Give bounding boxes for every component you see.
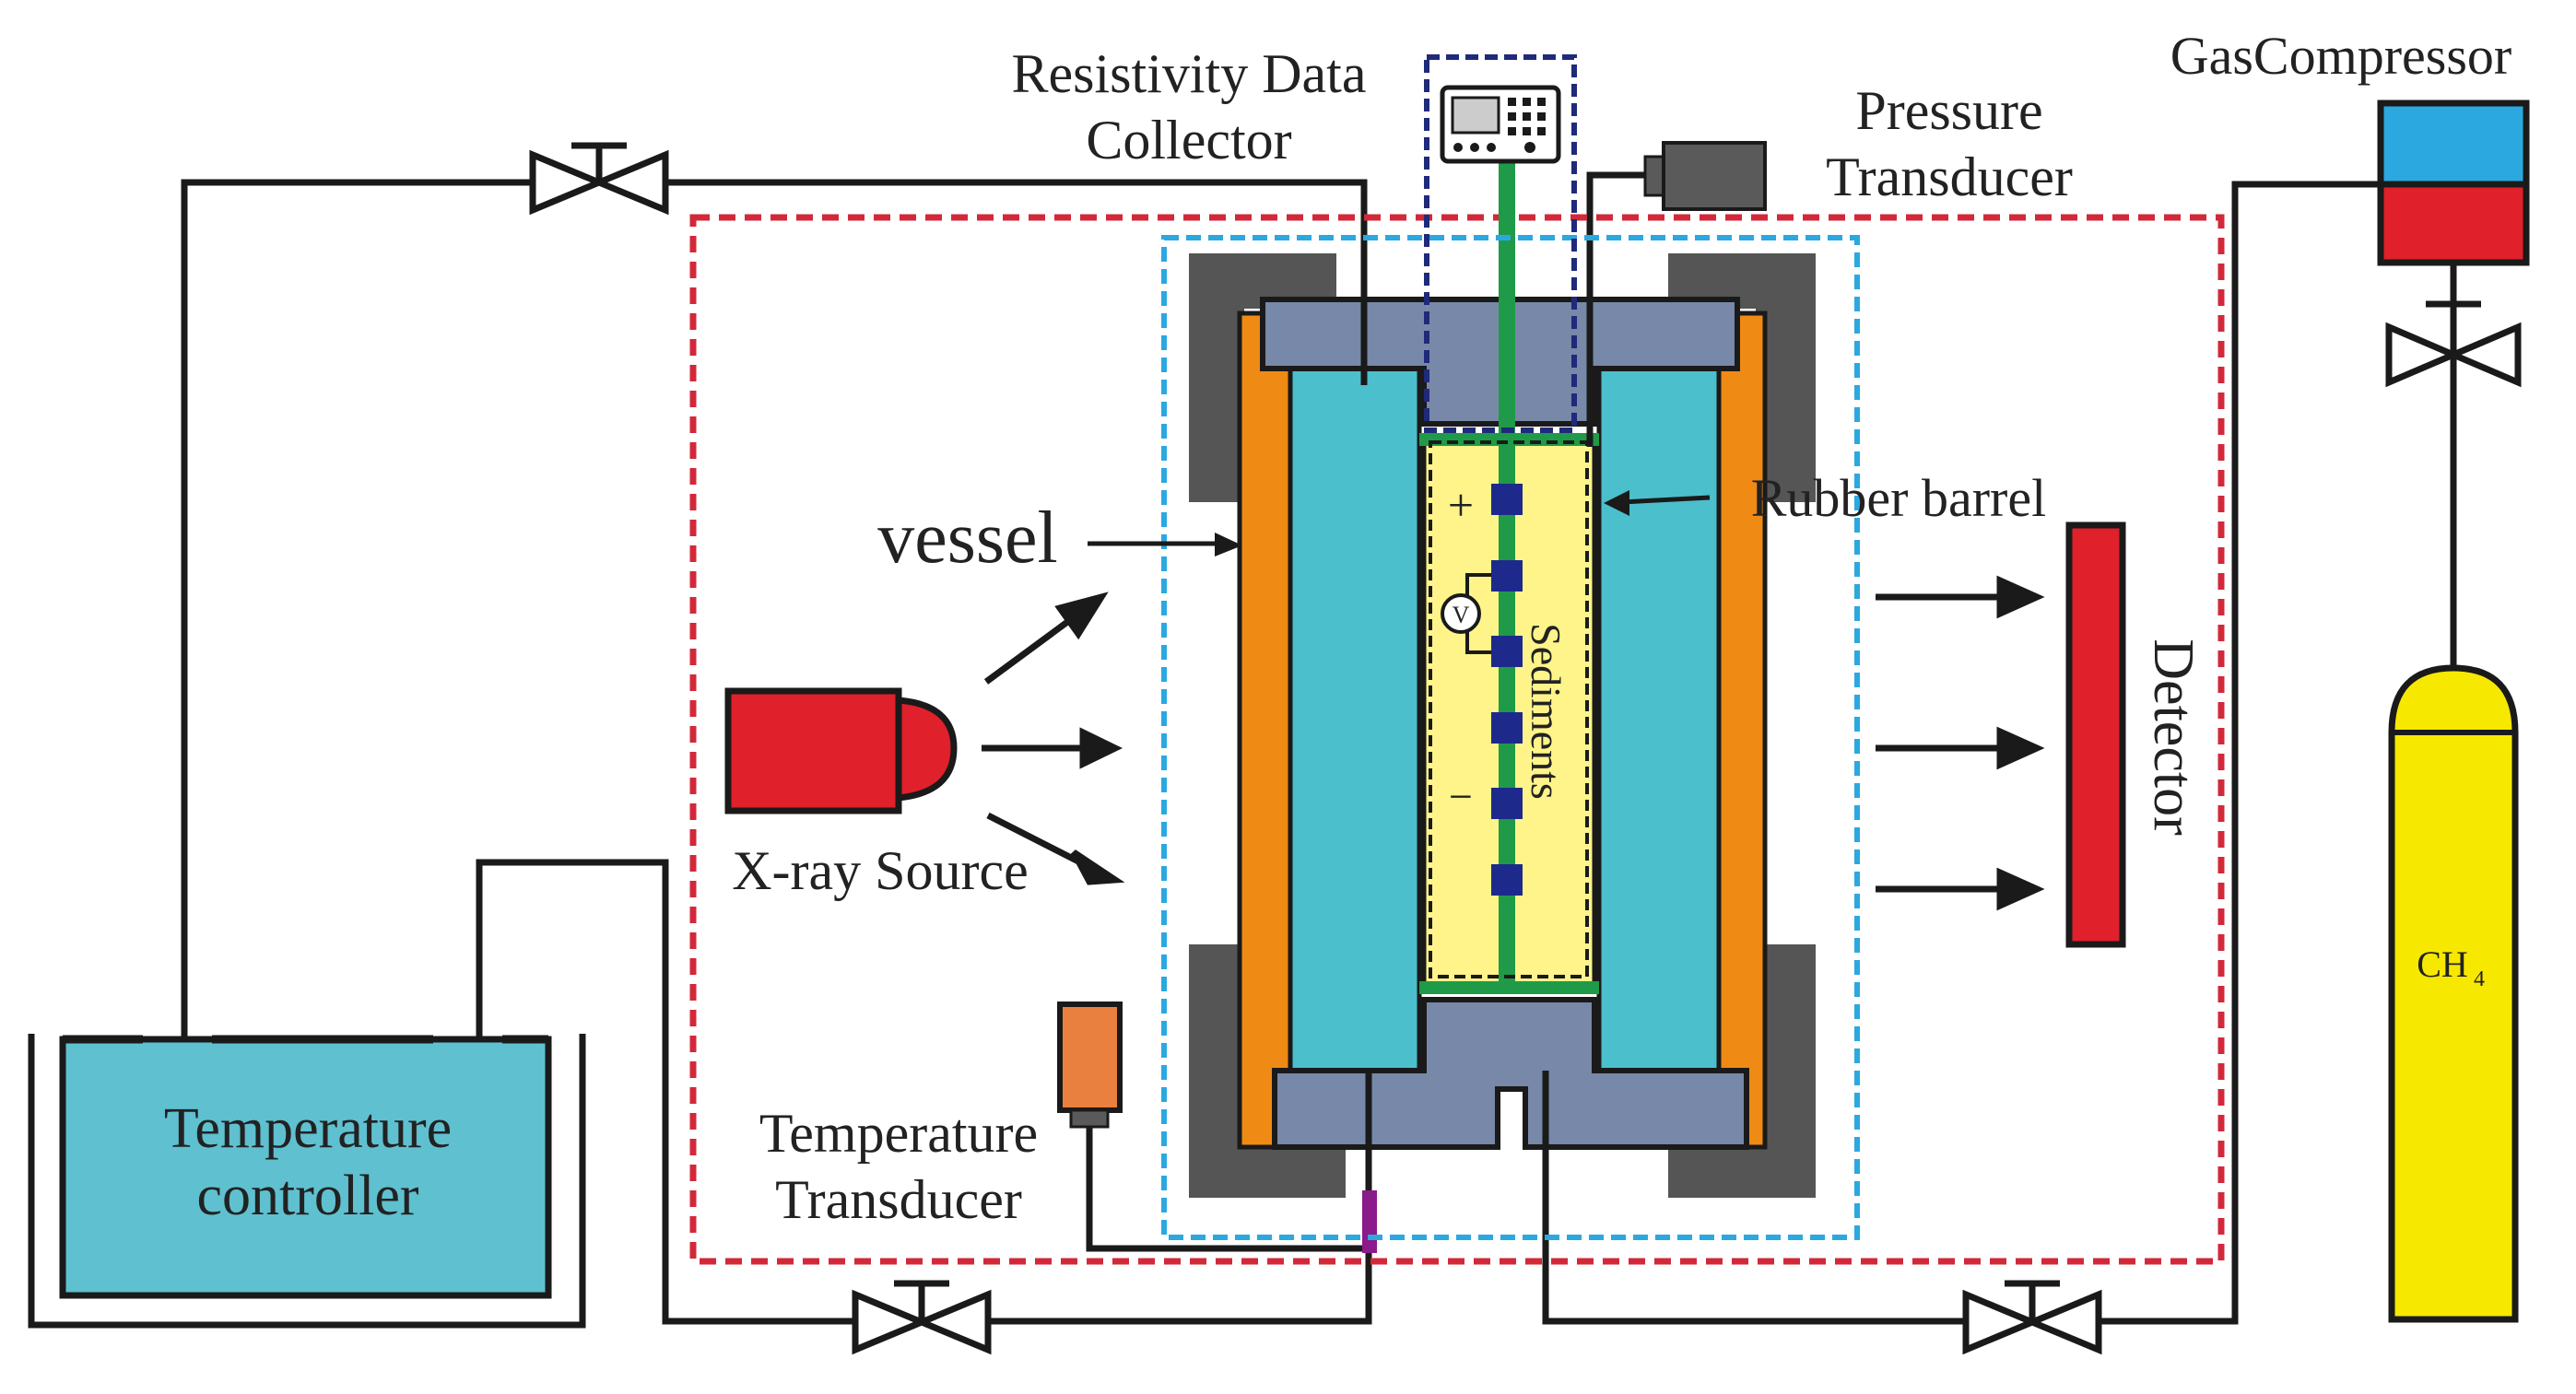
resistivity-label-1: Resistivity Data	[1012, 43, 1367, 104]
rubber-barrel-label: Rubber barrel	[1751, 468, 2046, 528]
pressure-label-1: Pressure	[1855, 80, 2042, 141]
pressure-label-2: Transducer	[1826, 146, 2073, 207]
temp-controller-label-1: Temperature	[164, 1097, 452, 1160]
valve-bottom-right	[1962, 1280, 2102, 1355]
temp-transducer-label-1: Temperature	[759, 1103, 1038, 1164]
valve-top-left	[529, 142, 669, 216]
resistivity-label-2: Collector	[1086, 110, 1291, 170]
ch4-cylinder: CH 4	[2388, 664, 2519, 1323]
vessel-ports	[1360, 299, 1594, 1189]
detector-arrows	[1876, 575, 2045, 911]
minus-sign: −	[1449, 773, 1473, 820]
ch4-label: CH	[2417, 943, 2468, 985]
rubber-barrel-callout: Rubber barrel	[1604, 468, 2046, 528]
voltmeter-circuit: V	[1441, 573, 1491, 654]
temperature-transducer: Temperature Transducer	[759, 1002, 1123, 1230]
vessel-callout: vessel	[877, 498, 1242, 579]
sediment-dashed-outline	[1429, 440, 1589, 978]
blue-dashed-enclosure	[1161, 235, 1860, 1240]
detector: Detector	[2065, 521, 2205, 948]
voltmeter-icon: V	[1453, 602, 1470, 628]
temp-transducer-label-2: Transducer	[775, 1169, 1022, 1230]
temp-controller-label-2: controller	[196, 1165, 418, 1227]
valve-bottom-left	[852, 1280, 992, 1355]
xray-arrows	[982, 592, 1125, 885]
temperature-controller: Temperature controller	[28, 1034, 586, 1329]
vessel-label: vessel	[877, 498, 1058, 579]
electrodes	[1491, 484, 1523, 896]
gas-compressor: GasCompressor	[2170, 26, 2530, 266]
valve-compressor	[2385, 300, 2522, 388]
red-dashed-enclosure	[689, 214, 2225, 1265]
plus-sign: +	[1448, 479, 1474, 531]
pressure-transducer: Pressure Transducer	[1643, 80, 2073, 211]
xray-source-label: X-ray Source	[732, 840, 1029, 901]
gas-compressor-label: GasCompressor	[2170, 26, 2512, 86]
xray-source: X-ray Source	[724, 687, 1029, 901]
detector-label: Detector	[2142, 638, 2205, 836]
vessel-assembly: V + − Sediments	[1189, 147, 1816, 1253]
sediments-label: Sediments	[1523, 623, 1570, 800]
resistivity-data-collector: Resistivity Data Collector	[1012, 43, 1577, 433]
piping	[181, 171, 2457, 1325]
ch4-subscript: 4	[2474, 967, 2485, 991]
